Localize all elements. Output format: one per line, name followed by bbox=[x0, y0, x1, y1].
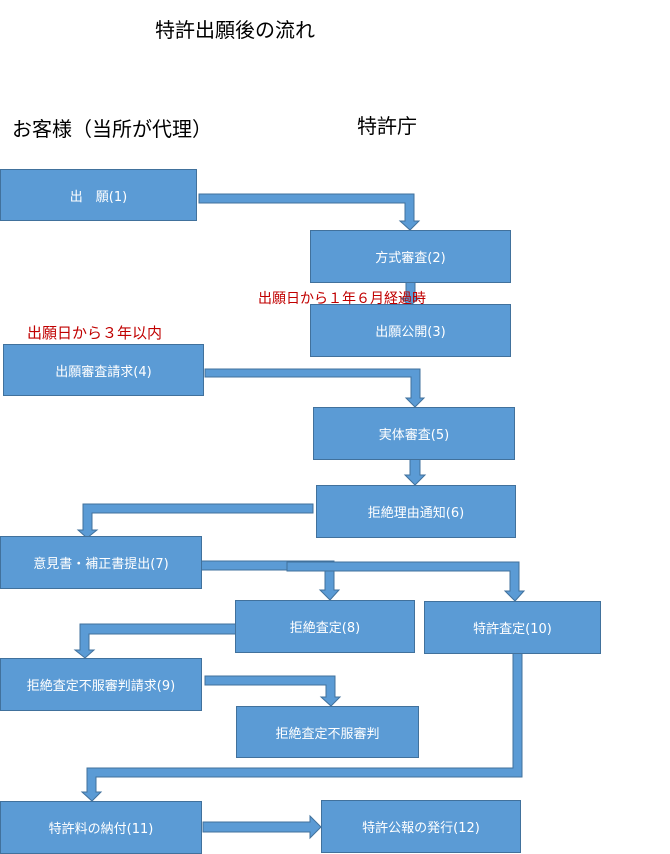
step-gazette-publication: 特許公報の発行(12) bbox=[321, 800, 521, 853]
step-examination-request: 出願審査請求(4) bbox=[3, 344, 204, 396]
arrow-9-to-trial bbox=[205, 676, 340, 706]
step-patent-grant-decision: 特許査定(10) bbox=[424, 601, 601, 654]
step-substantive-examination: 実体審査(5) bbox=[313, 407, 515, 460]
step-appeal-request: 拒絶査定不服審判請求(9) bbox=[0, 658, 202, 711]
step-appeal-trial: 拒絶査定不服審判 bbox=[236, 706, 419, 758]
arrow-4-to-5 bbox=[205, 369, 424, 407]
step-fee-payment: 特許料の納付(11) bbox=[0, 801, 202, 854]
step-final-rejection: 拒絶査定(8) bbox=[235, 600, 415, 653]
step-filing: 出 願(1) bbox=[0, 169, 197, 221]
publication-timing-note: 出願日から１年６月経過時 bbox=[258, 288, 426, 308]
step-formality-examination: 方式審査(2) bbox=[310, 230, 511, 283]
arrow-7-to-10 bbox=[287, 562, 524, 601]
request-deadline-note: 出願日から３年以内 bbox=[27, 322, 162, 343]
arrow-8-to-9 bbox=[75, 624, 238, 658]
step-publication: 出願公開(3) bbox=[310, 304, 511, 357]
arrow-6-to-7 bbox=[78, 504, 313, 538]
arrow-11-to-12 bbox=[203, 816, 321, 838]
arrow-5-to-6 bbox=[405, 459, 425, 485]
step-response-submission: 意見書・補正書提出(7) bbox=[0, 536, 202, 589]
arrow-1-to-2 bbox=[199, 194, 419, 230]
step-rejection-notice: 拒絶理由通知(6) bbox=[316, 485, 516, 538]
